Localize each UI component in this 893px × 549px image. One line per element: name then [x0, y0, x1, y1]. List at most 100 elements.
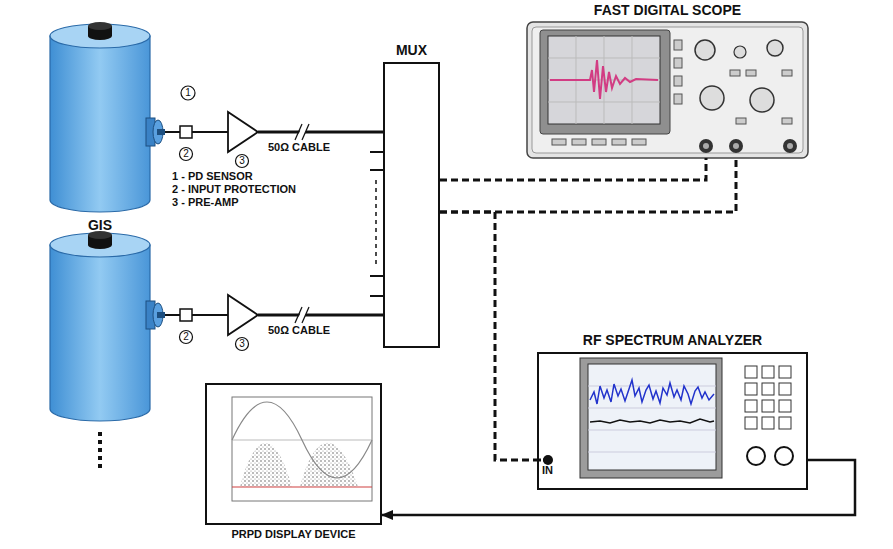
- sensor-chain-part: [236, 338, 249, 351]
- mux-inputs-part: [370, 275, 383, 277]
- oscilloscope-part: [572, 139, 586, 145]
- spectrum-analyzer-part: [588, 452, 716, 453]
- gis-tank: [50, 22, 150, 212]
- callout-number: 2: [183, 331, 189, 343]
- spectrum-analyzer-part: [745, 366, 757, 378]
- sensor-chain-part: [165, 131, 180, 133]
- mux-inputs-part: [375, 180, 377, 268]
- gis-label: GIS: [88, 217, 112, 233]
- oscilloscope: [527, 22, 808, 158]
- spectrum-analyzer-part: [580, 358, 722, 478]
- oscilloscope-part: [532, 27, 803, 153]
- key-text: 2 - INPUT PROTECTION: [172, 183, 296, 196]
- sensor-chain-part: [192, 314, 228, 316]
- oscilloscope-part: [767, 40, 783, 56]
- callout-number: 3: [239, 338, 245, 350]
- oscilloscope-part: [703, 143, 709, 149]
- continuation-dots-part: [98, 432, 102, 472]
- oscilloscope-part: [746, 70, 756, 76]
- spectrum-analyzer-part: [779, 400, 791, 412]
- input-label: IN: [542, 464, 553, 477]
- sensor-chain: [146, 86, 383, 168]
- analyzer-box: RF SPECTRUM ANALYZERIN: [537, 352, 808, 490]
- spectrum-analyzer-part: [762, 400, 774, 412]
- sensor-chain-part: [236, 155, 249, 168]
- prpd-plot-part: [232, 402, 372, 478]
- spectrum-analyzer-part: [745, 383, 757, 395]
- oscilloscope-part: [674, 58, 682, 68]
- gis-tank: [50, 231, 150, 421]
- spectrum-analyzer-part: [543, 455, 553, 465]
- spectrum-analyzer-part: [590, 419, 714, 423]
- sensor-chain-part: [258, 314, 383, 317]
- oscilloscope-part: [550, 60, 658, 99]
- oscilloscope-part: [733, 143, 739, 149]
- callout-number: 1: [185, 87, 191, 99]
- spectrum-analyzer-part: [779, 383, 791, 395]
- prpd-plot-part: [300, 443, 358, 487]
- sensor-chain-part: [295, 307, 302, 323]
- mux-inputs-part: [370, 169, 383, 171]
- oscilloscope-part: [750, 88, 774, 112]
- sensor-chain-part: [302, 124, 309, 140]
- prpd-plot-part: [240, 443, 292, 487]
- sensor-chain-part: [258, 131, 383, 134]
- oscilloscope-part: [592, 139, 606, 145]
- sensor-chain-part: [181, 86, 195, 100]
- callout-number: 2: [183, 148, 189, 160]
- prpd-plot-part: [232, 397, 372, 501]
- sensor-chain-part: [180, 126, 192, 138]
- cable-label: 50Ω CABLE: [268, 141, 330, 154]
- prpd-plot: [232, 397, 372, 501]
- oscilloscope-part: [734, 46, 746, 58]
- oscilloscope-part: [548, 36, 660, 124]
- key-text: 3 - PRE-AMP: [172, 196, 239, 209]
- oscilloscope-part: [674, 94, 682, 104]
- oscilloscope-part: [527, 22, 808, 158]
- spectrum-analyzer-part: [747, 447, 765, 465]
- sensor-chain-part: [295, 124, 302, 140]
- output-link: [382, 460, 855, 515]
- spectrum-analyzer-part: [588, 364, 716, 470]
- sensor-chain: [146, 295, 383, 351]
- mux-inputs-part: [370, 295, 383, 297]
- spectrum-analyzer-part: [745, 417, 757, 429]
- sensor-chain-part: [157, 312, 165, 318]
- sensor-chain-part: [228, 295, 258, 335]
- oscilloscope-part: [699, 139, 713, 153]
- oscilloscope-part: [782, 70, 792, 76]
- oscilloscope-part: [700, 86, 724, 110]
- oscilloscope-part: [674, 40, 682, 50]
- oscilloscope-part: [674, 76, 682, 86]
- spectrum-analyzer-part: [762, 417, 774, 429]
- spectrum-analyzer-part: [588, 386, 716, 387]
- key-text: 1 - PD SENSOR: [172, 170, 253, 183]
- sensor-chain-part: [192, 131, 228, 133]
- sensor-chain-part: [180, 309, 192, 321]
- sensor-chain-part: [302, 307, 309, 323]
- oscilloscope-part: [695, 40, 715, 60]
- oscilloscope-part: [730, 70, 740, 76]
- spectrum-analyzer-part: [745, 400, 757, 412]
- signal-link: [440, 158, 706, 180]
- continuation-dots: [100, 432, 101, 472]
- oscilloscope-part: [787, 143, 793, 149]
- prpd-plot-part: [232, 486, 372, 487]
- spectrum-analyzer-part: [779, 417, 791, 429]
- sensor-chain-part: [228, 112, 258, 152]
- oscilloscope-part: [783, 139, 797, 153]
- scope-title: FAST DIGITAL SCOPE: [594, 2, 741, 18]
- sensor-chain-part: [296, 124, 309, 140]
- spectrum-analyzer-part: [775, 447, 793, 465]
- gis-tank-part: [88, 22, 112, 30]
- display-title: PRPD DISPLAY DEVICE: [231, 528, 355, 541]
- callout-number: 3: [239, 155, 245, 167]
- sensor-chain-part: [165, 314, 180, 316]
- oscilloscope-part: [736, 118, 746, 124]
- oscilloscope-part: [540, 30, 670, 134]
- sensor-chain-part: [296, 307, 309, 323]
- oscilloscope-part: [782, 118, 792, 124]
